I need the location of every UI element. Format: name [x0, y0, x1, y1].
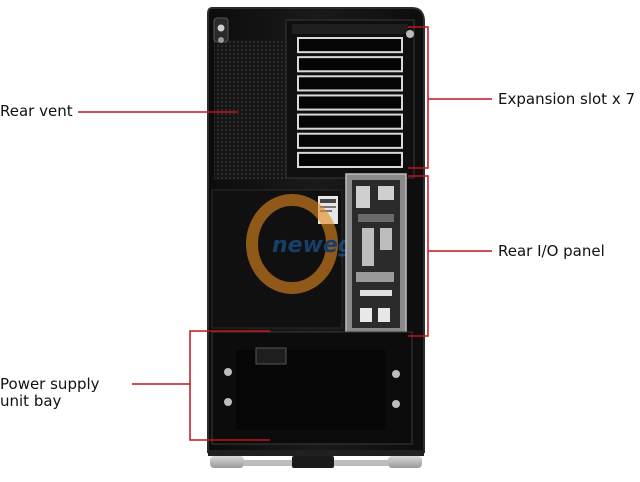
expansion-slot-cover — [297, 94, 403, 111]
rear-io-shield — [345, 173, 407, 335]
bracket-expansion — [408, 26, 429, 169]
callout-lines — [78, 26, 492, 441]
rear-vent-grille — [213, 17, 286, 180]
expansion-slot-cover — [297, 151, 403, 169]
label-psu-line-2: unit bay — [0, 392, 62, 410]
expansion-slot-cover — [297, 37, 403, 54]
label-rear-io-panel: Rear I/O panel — [498, 242, 605, 260]
bracket-rear-io — [408, 175, 429, 337]
expansion-slot-cover — [297, 75, 403, 92]
bracket-psu — [189, 330, 270, 441]
case-feet — [210, 456, 422, 468]
label-expansion-slots: Expansion slot x 7 — [498, 90, 636, 108]
expansion-slot-cover — [297, 56, 403, 73]
psu-bay-opening — [211, 331, 413, 445]
label-psu-line-1: Power supply — [0, 375, 100, 393]
label-rear-vent: Rear vent — [0, 102, 73, 120]
label-psu-bay: Power supply unit bay — [0, 376, 100, 410]
expansion-slot-cover — [297, 132, 403, 149]
expansion-slot-covers — [297, 37, 403, 169]
expansion-slot-cover — [297, 113, 403, 130]
